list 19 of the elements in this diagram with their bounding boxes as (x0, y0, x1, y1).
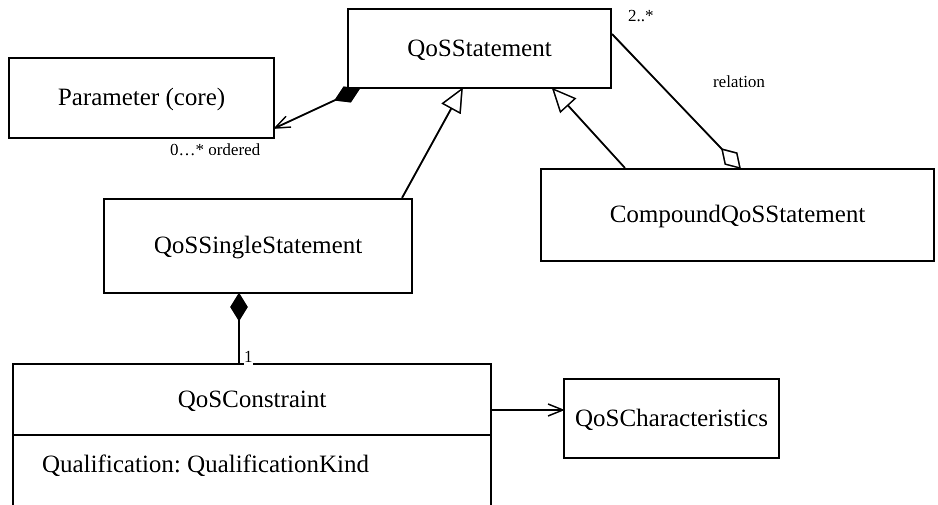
class-box (8, 57, 275, 139)
class-box (103, 198, 413, 294)
class-name: Parameter (core) (58, 83, 226, 113)
class-box (540, 168, 935, 262)
aggregation-line (611, 33, 741, 169)
class-name: QoSSingleStatement (154, 231, 362, 261)
class-box (347, 8, 612, 89)
class-name: QoSStatement (407, 34, 552, 64)
class-name: CompoundQoSStatement (610, 200, 866, 230)
composition-line (230, 293, 248, 363)
class-name: QoSConstraint (178, 384, 326, 414)
class-name: QoSCharacteristics (574, 404, 768, 434)
class-box (563, 378, 780, 459)
generalization-arrow (552, 88, 626, 169)
generalization-arrow (401, 88, 463, 198)
attribute-text: Qualification: QualificationKind (42, 450, 369, 480)
class-box (12, 363, 492, 505)
association-arrow (492, 403, 564, 417)
composition-arrow (274, 86, 360, 129)
